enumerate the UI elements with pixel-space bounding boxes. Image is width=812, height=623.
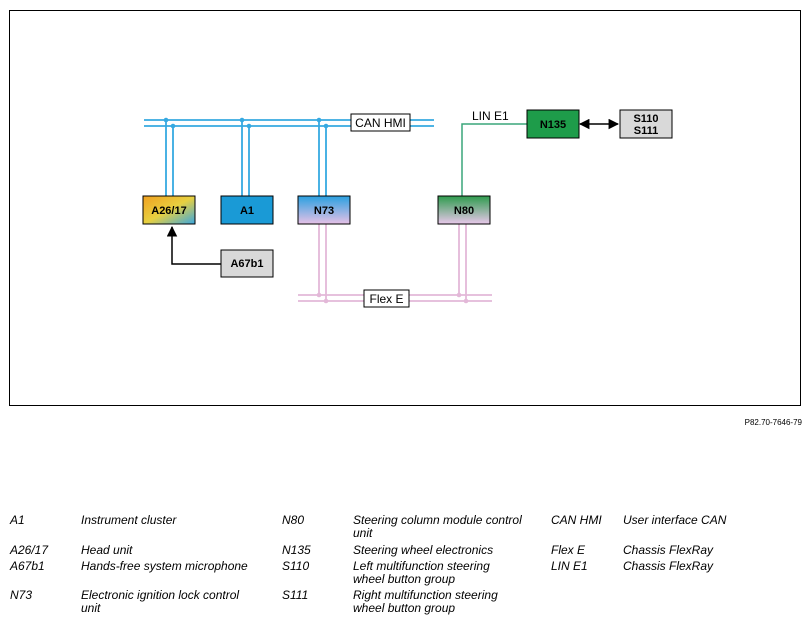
legend-code: A26/17 <box>10 543 49 557</box>
legend-desc: Head unit <box>81 543 133 557</box>
legend-desc: Chassis FlexRay <box>623 559 714 573</box>
network-diagram: CAN HMI Flex E LIN E1 A26/17 A1 N73 N80 … <box>142 109 673 308</box>
lin-e1-line <box>461 123 527 196</box>
module-n73: N73 <box>297 195 351 225</box>
legend-desc: Electronic ignition lock control unit <box>81 588 240 615</box>
legend-code: S110 <box>282 559 310 573</box>
legend-code: A67b1 <box>10 559 45 573</box>
s111-label: S111 <box>634 125 658 137</box>
flex-e-label-box: Flex E <box>363 289 410 308</box>
a67b1-label: A67b1 <box>230 258 263 270</box>
legend-desc: Steering wheel electronics <box>353 543 494 557</box>
s110-label: S110 <box>633 113 658 125</box>
module-a67b1: A67b1 <box>220 249 274 278</box>
legend-code: N80 <box>282 513 305 527</box>
legend-desc: Left multifunction steering wheel button… <box>353 559 490 586</box>
flex-e-bus <box>298 224 492 302</box>
flex-e-label: Flex E <box>369 292 403 306</box>
module-n135: N135 <box>526 109 580 139</box>
diagram-frame <box>9 10 801 406</box>
legend-code: Flex E <box>551 543 586 557</box>
n80-label: N80 <box>454 205 474 217</box>
can-hmi-label: CAN HMI <box>355 116 406 130</box>
a67b1-arrow <box>166 225 221 265</box>
legend-code: CAN HMI <box>551 513 602 527</box>
figure-reference: P82.70-7646-79 <box>744 418 802 427</box>
n135-label: N135 <box>540 119 566 131</box>
legend-desc: Steering column module control unit <box>353 513 522 540</box>
legend-desc: Right multifunction steering wheel butto… <box>353 588 498 615</box>
legend-desc: User interface CAN <box>623 513 727 527</box>
flex-e-junctions <box>316 292 469 304</box>
legend-code: S111 <box>282 588 309 602</box>
a26-17-label: A26/17 <box>151 205 186 217</box>
legend-desc: Instrument cluster <box>81 513 177 527</box>
module-a1: A1 <box>220 195 274 225</box>
can-hmi-label-box: CAN HMI <box>350 113 411 132</box>
module-s110-s111: S110 S111 <box>619 109 673 139</box>
legend-desc: Chassis FlexRay <box>623 543 714 557</box>
legend-code: N73 <box>10 588 33 602</box>
lin-e1-label: LIN E1 <box>472 109 509 123</box>
module-n80: N80 <box>437 195 491 225</box>
legend-desc: Hands-free system microphone <box>81 559 248 573</box>
a1-label: A1 <box>240 205 254 217</box>
legend-code: LIN E1 <box>551 559 588 573</box>
module-a26-17: A26/17 <box>142 195 196 225</box>
legend-code: A1 <box>10 513 25 527</box>
legend-code: N135 <box>282 543 311 557</box>
n73-label: N73 <box>314 205 334 217</box>
can-hmi-junctions <box>163 117 329 129</box>
